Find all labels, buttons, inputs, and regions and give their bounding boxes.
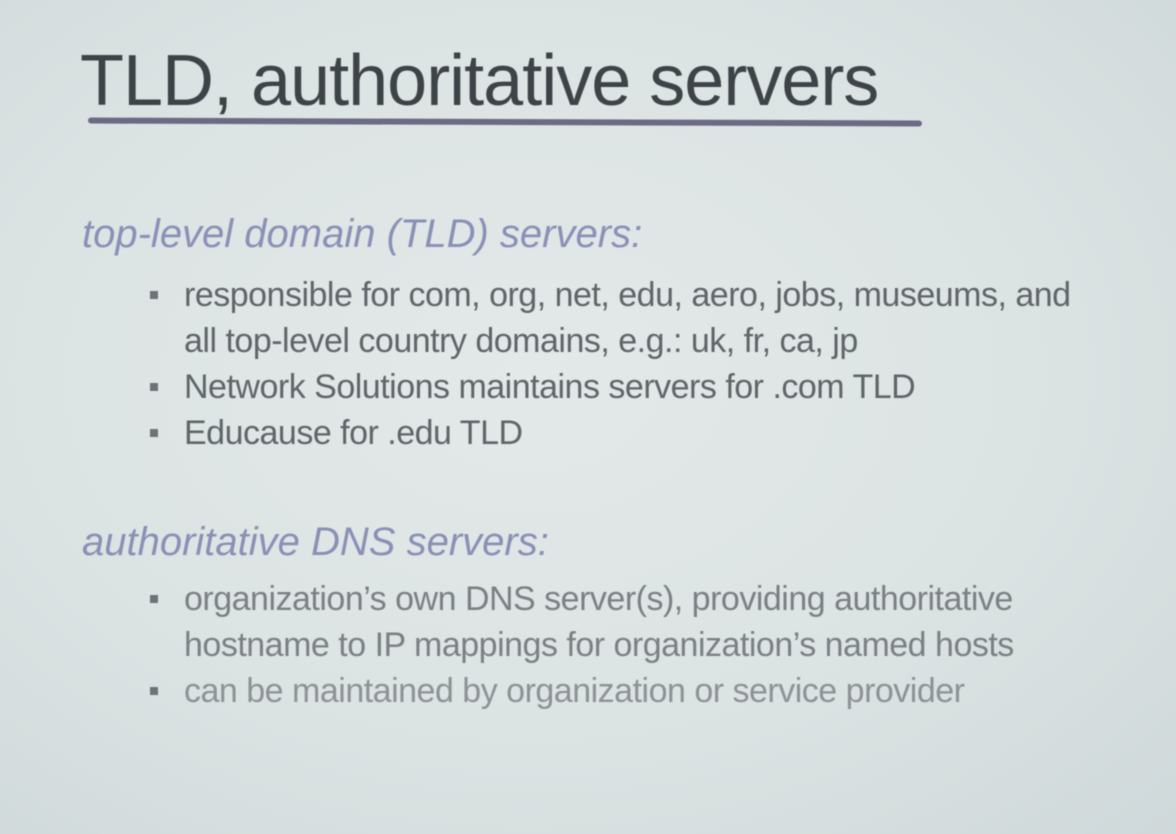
bullet-text: responsible for com, org, net, edu, aero… bbox=[184, 276, 1071, 360]
square-bullet-icon bbox=[150, 383, 158, 391]
list-item: can be maintained by organization or ser… bbox=[146, 668, 1106, 714]
slide-title: TLD, authoritative servers bbox=[80, 41, 879, 121]
bullet-text: Network Solutions maintains servers for … bbox=[184, 368, 916, 406]
square-bullet-icon bbox=[150, 291, 158, 299]
square-bullet-icon bbox=[150, 595, 158, 603]
list-item: organization’s own DNS server(s), provid… bbox=[146, 576, 1106, 668]
section-heading-tld: top-level domain (TLD) servers: bbox=[82, 212, 643, 256]
square-bullet-icon bbox=[150, 687, 158, 695]
list-item: responsible for com, org, net, edu, aero… bbox=[146, 272, 1106, 364]
bullet-list-tld: responsible for com, org, net, edu, aero… bbox=[146, 272, 1106, 456]
square-bullet-icon bbox=[150, 429, 158, 437]
bullet-text: organization’s own DNS server(s), provid… bbox=[184, 580, 1014, 664]
list-item: Network Solutions maintains servers for … bbox=[146, 364, 1106, 410]
bullet-text: can be maintained by organization or ser… bbox=[184, 672, 965, 710]
bullet-list-authoritative: organization’s own DNS server(s), provid… bbox=[146, 576, 1106, 714]
section-heading-authoritative: authoritative DNS servers: bbox=[82, 520, 549, 564]
list-item: Educause for .edu TLD bbox=[146, 410, 1106, 456]
bullet-text: Educause for .edu TLD bbox=[184, 414, 523, 452]
